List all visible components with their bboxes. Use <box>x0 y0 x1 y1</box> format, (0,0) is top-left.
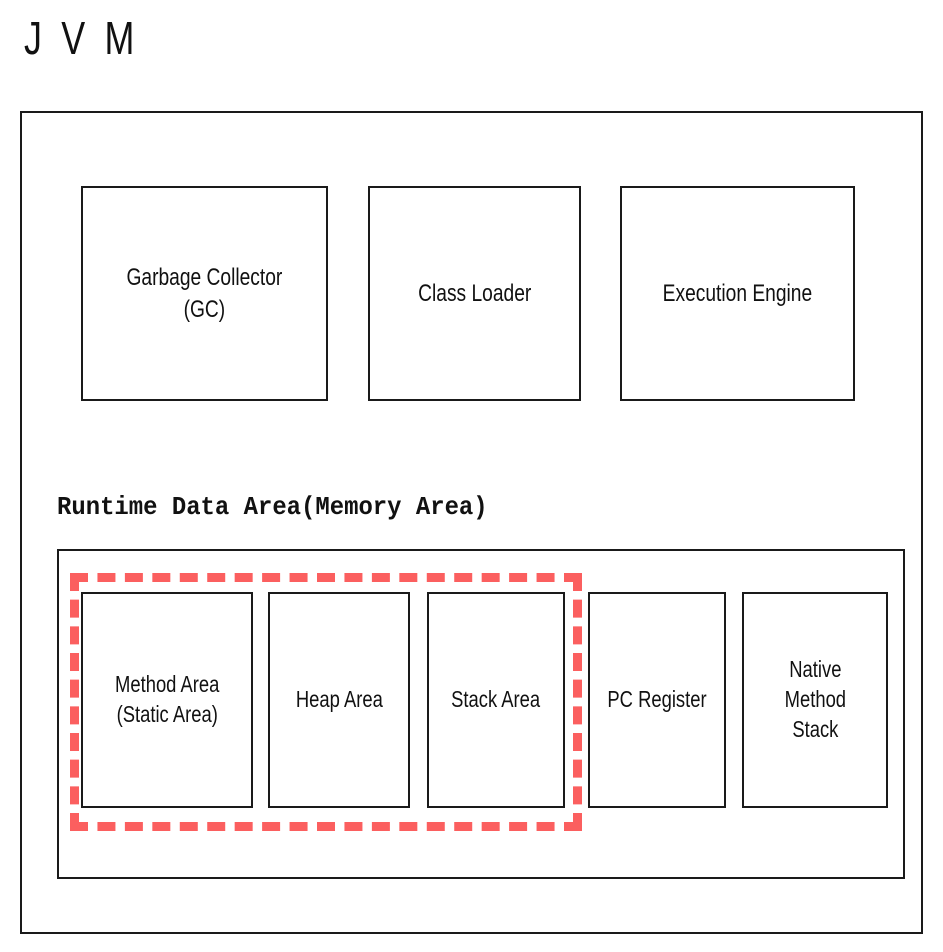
component-label-class-loader: Class Loader <box>417 279 532 307</box>
memory-region-box-pc-register: PC Register <box>588 592 726 808</box>
memory-region-label-native-method-stack: Native Method Stack <box>784 656 846 742</box>
page-title: J V M <box>24 12 140 64</box>
component-box-class-loader: Class Loader <box>368 186 581 401</box>
memory-region-label-stack-area: Stack Area <box>451 686 541 713</box>
memory-region-box-method-area: Method Area (Static Area) <box>81 592 253 808</box>
memory-region-box-stack-area: Stack Area <box>427 592 565 808</box>
component-box-execution-engine: Execution Engine <box>620 186 855 401</box>
memory-region-label-heap-area: Heap Area <box>295 686 383 713</box>
memory-region-label-pc-register: PC Register <box>607 686 707 713</box>
component-label-garbage-collector: Garbage Collector (GC) <box>126 264 283 323</box>
memory-region-box-native-method-stack: Native Method Stack <box>742 592 888 808</box>
component-label-execution-engine: Execution Engine <box>662 279 813 307</box>
component-box-garbage-collector: Garbage Collector (GC) <box>81 186 328 401</box>
memory-region-label-method-area: Method Area (Static Area) <box>114 671 220 727</box>
runtime-data-area-title: Runtime Data Area(Memory Area) <box>57 492 488 522</box>
memory-region-box-heap-area: Heap Area <box>268 592 410 808</box>
